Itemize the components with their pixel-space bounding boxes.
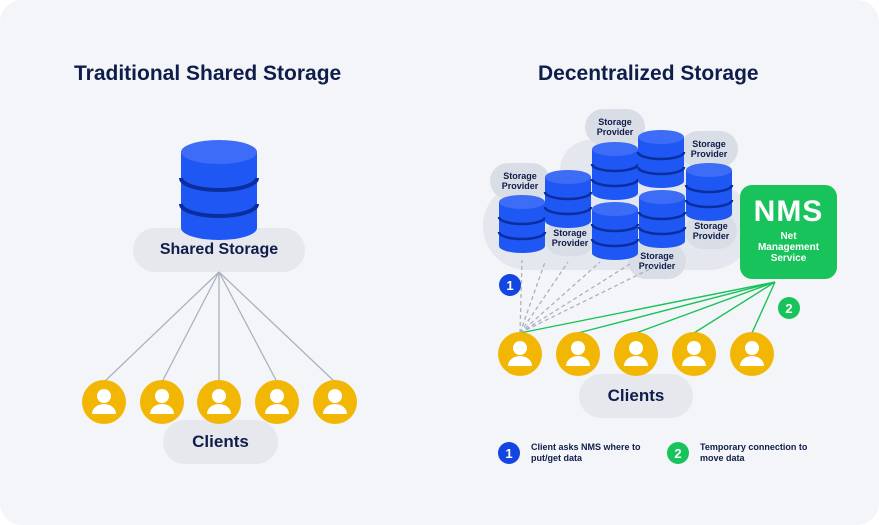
legend-step-2-text: Temporary connection to move data [700,442,808,463]
decentralized-clients-label: Clients [579,374,693,418]
step-1-badge: 1 [499,274,521,296]
provider-database-icon [684,161,734,223]
client-user-icon [255,380,299,424]
shared-database-icon [179,138,259,242]
client-user-icon [556,332,600,376]
nms-connections [519,281,776,334]
client-user-icon [672,332,716,376]
provider-database-icon [636,128,686,190]
traditional-connections [103,271,336,383]
storage-provider-label: Storage Provider [490,163,550,199]
nms-box: NMS Net Management Service [740,185,837,279]
client-user-icon [498,332,542,376]
storage-provider-label: Storage Provider [585,109,645,145]
client-user-icon [140,380,184,424]
provider-database-icon [590,200,640,262]
legend-step-1-badge: 1 [498,442,520,464]
storage-provider-label: Storage Provider [680,131,738,167]
legend-step-2-badge: 2 [667,442,689,464]
legend-step-1-text: Client asks NMS where to put/get data [531,442,641,463]
client-user-icon [197,380,241,424]
provider-database-icon [637,188,687,250]
client-user-icon [730,332,774,376]
provider-database-icon [497,193,547,255]
client-user-icon [614,332,658,376]
traditional-clients-label: Clients [163,420,278,464]
provider-database-icon [543,168,593,230]
client-user-icon [313,380,357,424]
nms-full-name: Net Management Service [757,231,820,264]
provider-database-icon [590,140,640,202]
decentralized-title: Decentralized Storage [538,62,759,85]
client-user-icon [82,380,126,424]
step-2-badge: 2 [778,297,800,319]
traditional-title: Traditional Shared Storage [74,62,342,85]
nms-abbr: NMS [753,195,824,228]
dashed-connections [519,259,661,334]
